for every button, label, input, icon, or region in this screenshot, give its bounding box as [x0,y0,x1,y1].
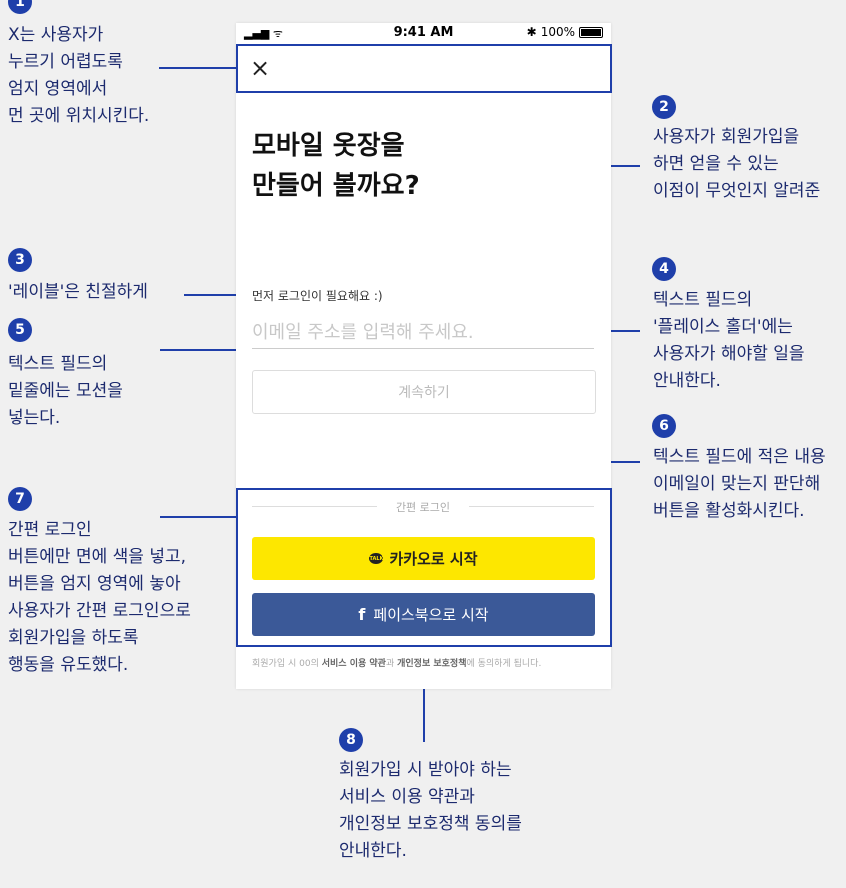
social-divider: 간편 로그인 [252,498,594,514]
facebook-icon: f [358,605,366,624]
email-label: 먼저 로그인이 필요해요 :) [252,289,383,303]
annotation-text-1: X는 사용자가 누르기 어렵도록 엄지 영역에서 먼 곳에 위치시킨다. [8,25,150,126]
annotation-text-4: 텍스트 필드의 '플레이스 홀더'에는 사용자가 해야할 일을 안내한다. [653,290,805,391]
close-icon[interactable]: × [250,54,271,82]
kakao-talk-icon: TALK [369,553,384,564]
social-login-section: 간편 로그인 TALK 카카오로 시작 f 페이스북으로 시작 [236,488,612,647]
page-title: 모바일 옷장을 만들어 볼까요? [252,131,420,201]
facebook-login-button[interactable]: f 페이스북으로 시작 [252,593,595,636]
annotation-badge-6: 6 [652,414,676,438]
annotation-badge-4: 4 [652,257,676,281]
terms-prefix: 회원가입 시 00의 [252,659,322,669]
annotation-badge-2: 2 [652,95,676,119]
annotation-line-5 [160,349,276,351]
divider-line-left [252,506,377,507]
terms-privacy-link[interactable]: 개인정보 보호정책 [397,659,467,669]
social-title: 간편 로그인 [395,501,451,514]
terms-service-link[interactable]: 서비스 이용 약관 [321,659,386,669]
terms-suffix: 에 동의하게 됩니다. [466,659,542,669]
annotation-text-8: 회원가입 시 받아야 하는 서비스 이용 약관과 개인정보 보호정책 동의를 안… [339,760,522,861]
bluetooth-icon: ✱ [526,25,537,39]
facebook-login-label: 페이스북으로 시작 [373,606,489,624]
annotation-text-5: 텍스트 필드의 밑줄에는 모션을 넣는다. [8,354,123,428]
annotation-text-6: 텍스트 필드에 적은 내용 이메일이 맞는지 판단해 버튼을 활성화시킨다. [653,447,826,521]
phone-screen: ▂▄▆ ᯤ 9:41 AM ✱ 100% × 모바일 옷장을 만들어 볼까요? … [236,23,612,689]
close-highlight: × [236,44,612,93]
battery-status: ✱ 100% [527,25,603,39]
annotation-line-1 [159,67,238,69]
continue-button[interactable]: 계속하기 [252,370,596,414]
battery-icon [579,26,603,38]
terms-notice: 회원가입 시 00의 서비스 이용 약관과 개인정보 보호정책에 동의하게 됩니… [252,656,541,669]
signal-wifi-icon: ▂▄▆ ᯤ [244,27,283,40]
annotation-badge-1: 1 [8,0,32,14]
annotation-line-3 [184,294,248,296]
annotation-text-3: '레이블'은 친절하게 [8,282,148,302]
annotation-badge-5: 5 [8,318,32,342]
annotation-vline-8 [423,680,425,742]
battery-percent: 100% [540,25,575,39]
kakao-login-label: 카카오로 시작 [389,550,478,568]
status-time: 9:41 AM [393,25,454,40]
terms-and: 과 [385,659,398,669]
annotation-badge-3: 3 [8,248,32,272]
annotation-line-7 [160,516,238,518]
annotation-badge-7: 7 [8,487,32,511]
annotation-text-2: 사용자가 회원가입을 하면 얻을 수 있는 이점이 무엇인지 알려준 [653,127,821,201]
annotation-text-7: 간편 로그인 버튼에만 면에 색을 넣고, 버튼을 엄지 영역에 놓아 사용자가… [8,520,191,675]
email-input[interactable] [252,316,594,349]
status-bar: ▂▄▆ ᯤ 9:41 AM ✱ 100% [236,23,611,43]
kakao-login-button[interactable]: TALK 카카오로 시작 [252,537,595,580]
annotation-badge-8: 8 [339,728,363,752]
divider-line-right [469,506,594,507]
